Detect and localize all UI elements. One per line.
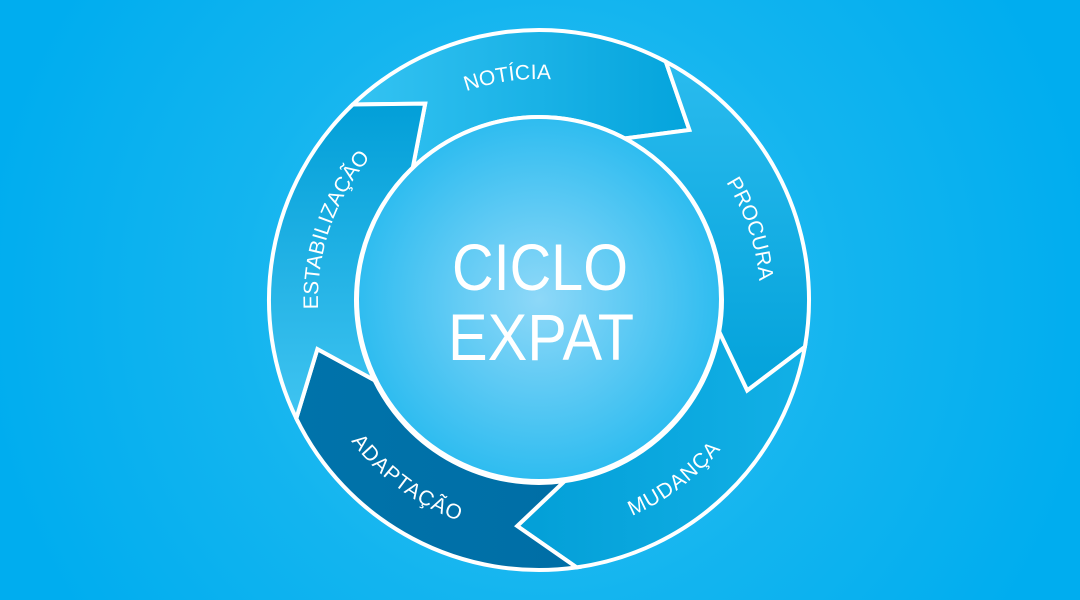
center-title-line-2: EXPAT [448,300,634,374]
center-title-line-1: CICLO [452,230,628,304]
center-hub [355,115,723,483]
